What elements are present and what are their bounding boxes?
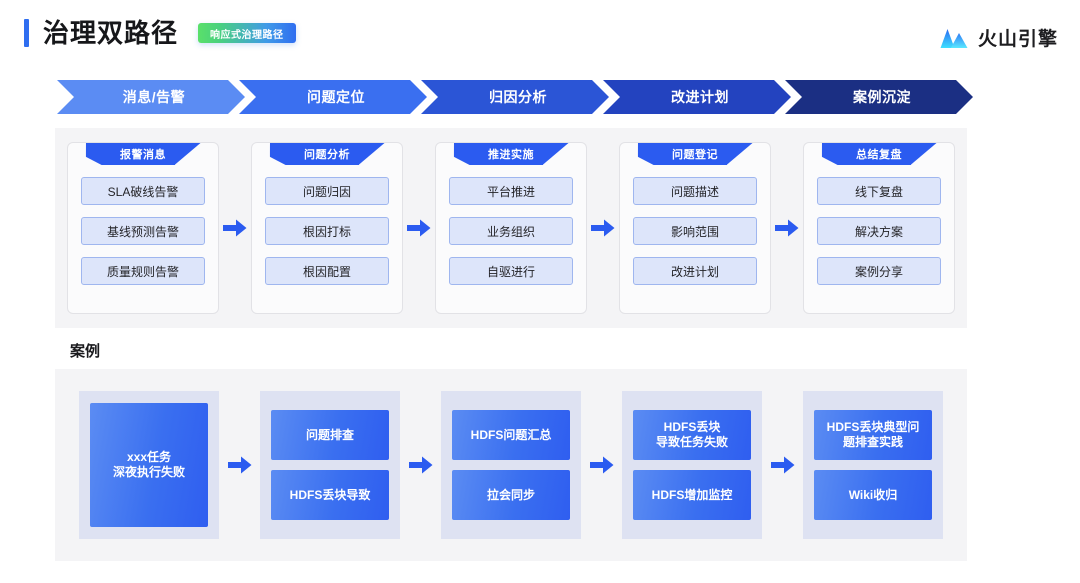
flow-card-ribbon: 问题登记: [637, 143, 753, 165]
case-arrow-4: [762, 391, 803, 539]
step-chevron-5[interactable]: 案例沉淀: [785, 80, 973, 114]
flow-chip-list: SLA破线告警基线预测告警质量规则告警: [81, 177, 205, 285]
volcano-mountain-icon: [940, 28, 968, 48]
case-arrow-3: [581, 391, 622, 539]
flow-chip[interactable]: 案例分享: [817, 257, 941, 285]
flow-card-2[interactable]: 问题分析问题归因根因打标根因配置: [251, 142, 403, 314]
flow-arrow-4: [771, 142, 803, 314]
flow-chip[interactable]: 平台推进: [449, 177, 573, 205]
case-column-1: xxx任务 深夜执行失败: [79, 391, 219, 539]
brand-name: 火山引擎: [977, 29, 1058, 50]
step-chevron-1[interactable]: 消息/告警: [57, 80, 245, 114]
brand-logo: 火山引擎: [939, 24, 1058, 51]
case-box[interactable]: xxx任务 深夜执行失败: [90, 403, 208, 527]
flow-chip-list: 平台推进业务组织自驱进行: [449, 177, 573, 285]
flow-arrow-2: [403, 142, 435, 314]
flow-chip[interactable]: 问题描述: [633, 177, 757, 205]
flow-arrow-3: [587, 142, 619, 314]
flow-chip[interactable]: 根因配置: [265, 257, 389, 285]
flow-chip[interactable]: 自驱进行: [449, 257, 573, 285]
status-badge: 响应式治理路径: [198, 23, 296, 43]
title-group: 治理双路径 响应式治理路径: [24, 18, 296, 48]
arrow-right-icon: [223, 219, 247, 237]
flow-card-ribbon: 推进实施: [453, 143, 569, 165]
flow-chip[interactable]: 解决方案: [817, 217, 941, 245]
case-box[interactable]: 拉会同步: [452, 470, 570, 520]
case-box[interactable]: HDFS增加监控: [633, 470, 751, 520]
arrow-right-icon: [770, 456, 794, 474]
case-box[interactable]: HDFS丢块导致: [271, 470, 389, 520]
flow-chip-list: 问题描述影响范围改进计划: [633, 177, 757, 285]
case-box[interactable]: Wiki收归: [814, 470, 932, 520]
flow-card-1[interactable]: 报警消息 SLA破线告警基线预测告警质量规则告警: [67, 142, 219, 314]
case-column-5: HDFS丢块典型问 题排查实践 Wiki收归: [803, 391, 943, 539]
flow-card-5[interactable]: 总结复盘线下复盘解决方案案例分享: [803, 142, 955, 314]
arrow-right-icon: [591, 219, 615, 237]
arrow-right-icon: [407, 219, 431, 237]
process-step-bar: 消息/告警 问题定位 归因分析 改进计划 案例沉淀: [57, 80, 967, 114]
page-header: 治理双路径 响应式治理路径 火山引擎: [0, 0, 1080, 68]
case-box[interactable]: HDFS丢块 导致任务失败: [633, 410, 751, 460]
flow-chip[interactable]: 基线预测告警: [81, 217, 205, 245]
step-label: 案例沉淀: [853, 89, 911, 105]
flow-chip[interactable]: 业务组织: [449, 217, 573, 245]
flow-arrow-1: [219, 142, 251, 314]
flow-chip[interactable]: 根因打标: [265, 217, 389, 245]
case-box[interactable]: HDFS丢块典型问 题排查实践: [814, 410, 932, 460]
flow-card-ribbon: 报警消息: [85, 143, 201, 165]
flow-card-3[interactable]: 推进实施平台推进业务组织自驱进行: [435, 142, 587, 314]
case-column-2: 问题排查 HDFS丢块导致: [260, 391, 400, 539]
case-column-3: HDFS问题汇总拉会同步: [441, 391, 581, 539]
flow-chip-list: 线下复盘解决方案案例分享: [817, 177, 941, 285]
flow-chip[interactable]: 改进计划: [633, 257, 757, 285]
flow-chip[interactable]: 影响范围: [633, 217, 757, 245]
arrow-right-icon: [775, 219, 799, 237]
flow-chip[interactable]: SLA破线告警: [81, 177, 205, 205]
flow-card-ribbon: 问题分析: [269, 143, 385, 165]
flow-chip-list: 问题归因根因打标根因配置: [265, 177, 389, 285]
flow-card-ribbon: 总结复盘: [821, 143, 937, 165]
case-arrow-1: [219, 391, 260, 539]
case-column-4: HDFS丢块 导致任务失败 HDFS增加监控: [622, 391, 762, 539]
page-title: 治理双路径: [43, 18, 179, 48]
flow-chip[interactable]: 线下复盘: [817, 177, 941, 205]
case-arrow-2: [400, 391, 441, 539]
step-label: 问题定位: [307, 89, 365, 105]
case-box[interactable]: HDFS问题汇总: [452, 410, 570, 460]
flow-chip[interactable]: 质量规则告警: [81, 257, 205, 285]
flow-chip[interactable]: 问题归因: [265, 177, 389, 205]
case-box[interactable]: 问题排查: [271, 410, 389, 460]
step-label: 改进计划: [671, 89, 729, 105]
title-accent-bar: [24, 19, 29, 47]
flow-card-4[interactable]: 问题登记问题描述影响范围改进计划: [619, 142, 771, 314]
step-chevron-3[interactable]: 归因分析: [421, 80, 609, 114]
arrow-right-icon: [408, 456, 432, 474]
step-chevron-4[interactable]: 改进计划: [603, 80, 791, 114]
arrow-right-icon: [227, 456, 251, 474]
case-section-label: 案例: [70, 343, 101, 360]
arrow-right-icon: [589, 456, 613, 474]
step-chevron-2[interactable]: 问题定位: [239, 80, 427, 114]
step-label: 归因分析: [489, 89, 547, 105]
step-label: 消息/告警: [122, 89, 186, 105]
